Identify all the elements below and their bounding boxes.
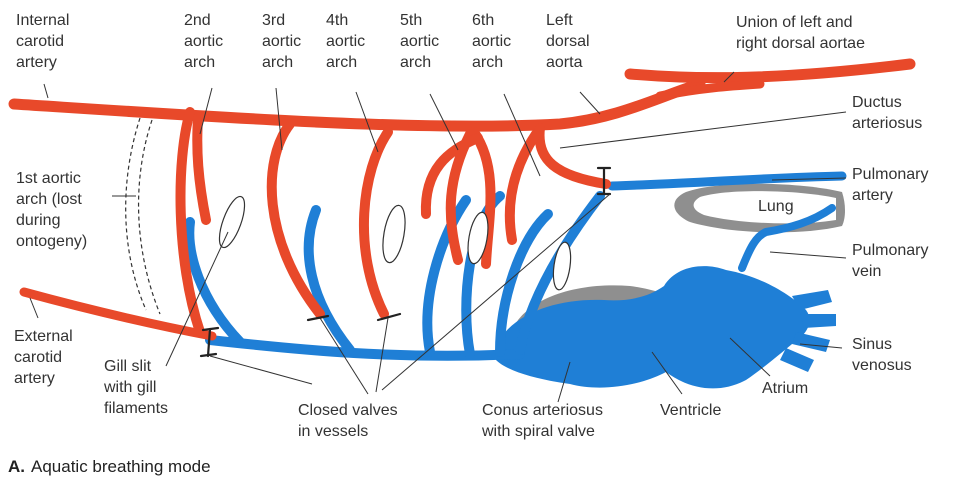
label-pulmonary-vein: Pulmonary vein xyxy=(852,240,928,282)
label-left-dorsal-aorta: Left dorsal aorta xyxy=(546,10,590,73)
label-ductus-arteriosus: Ductus arteriosus xyxy=(852,92,922,134)
label-ventricle: Ventricle xyxy=(660,400,721,421)
label-gill-slit: Gill slit with gill filaments xyxy=(104,356,168,419)
label-fifth-aortic-arch: 5th aortic arch xyxy=(400,10,439,73)
label-sixth-aortic-arch: 6th aortic arch xyxy=(472,10,511,73)
dorsal-aorta-vessel xyxy=(14,84,700,126)
label-sinus-venosus: Sinus venosus xyxy=(852,334,912,376)
label-closed-valves: Closed valves in vessels xyxy=(298,400,398,442)
aortae-union-vessel xyxy=(630,64,910,78)
label-internal-carotid-artery: Internal carotid artery xyxy=(16,10,69,73)
caption-letter: A. xyxy=(8,457,25,476)
label-lung: Lung xyxy=(758,196,794,217)
pulmonary-artery-vessel xyxy=(612,176,842,186)
label-union-dorsal-aortae: Union of left and right dorsal aortae xyxy=(736,12,865,54)
first-arch-dashed xyxy=(126,118,160,314)
aortae-branch-vessel xyxy=(660,84,760,96)
label-conus-arteriosus: Conus arteriosus with spiral valve xyxy=(482,400,603,442)
label-external-carotid-artery: External carotid artery xyxy=(14,326,73,389)
figure-caption: A. Aquatic breathing mode xyxy=(8,456,211,477)
caption-text: Aquatic breathing mode xyxy=(31,457,211,476)
label-third-aortic-arch: 3rd aortic arch xyxy=(262,10,301,73)
label-second-aortic-arch: 2nd aortic arch xyxy=(184,10,223,73)
label-first-aortic-arch: 1st aortic arch (lost during ontogeny) xyxy=(16,168,87,252)
label-fourth-aortic-arch: 4th aortic arch xyxy=(326,10,365,73)
label-atrium: Atrium xyxy=(762,378,808,399)
label-pulmonary-artery: Pulmonary artery xyxy=(852,164,928,206)
